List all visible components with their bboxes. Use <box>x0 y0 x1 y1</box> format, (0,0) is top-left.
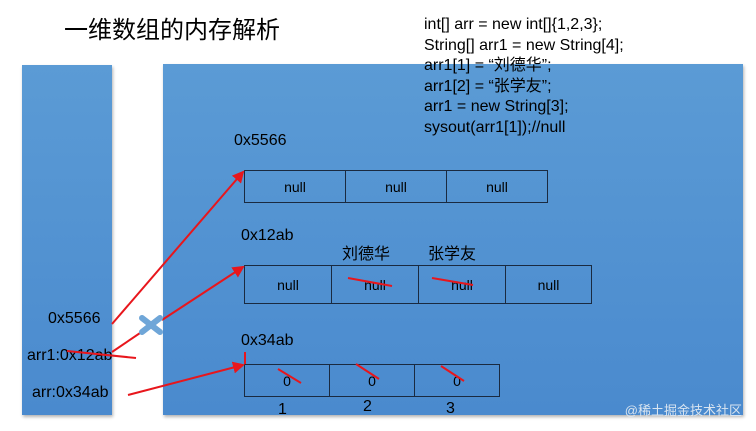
code-line: arr1 = new String[3]; <box>424 98 569 115</box>
address-label: 0x12ab <box>241 227 294 244</box>
pointer-arrow <box>111 170 245 325</box>
cross-icon <box>139 315 163 335</box>
array-cell: null <box>419 266 506 303</box>
strike-line <box>347 277 393 287</box>
pointer-arrow <box>111 330 144 353</box>
stack-item: arr1:0x12ab <box>27 347 113 364</box>
element-name: 刘德华 <box>342 246 391 263</box>
code-line: arr1[1] = “刘德华”; <box>424 57 552 74</box>
pointer-arrow <box>161 265 245 321</box>
array-cell: null <box>245 171 346 202</box>
address-label: 0x34ab <box>241 332 294 349</box>
heap-panel <box>163 64 743 415</box>
array-cell: null <box>332 266 419 303</box>
strike-line <box>431 277 474 286</box>
array-12ab: null null null null <box>244 265 592 304</box>
stack-item: 0x5566 <box>48 310 101 327</box>
pointer-arrow <box>127 361 245 396</box>
code-line: int[] arr = new int[]{1,2,3}; <box>424 16 603 33</box>
index-label: 1 <box>278 401 287 418</box>
code-line: sysout(arr1[1]);//null <box>424 118 566 136</box>
array-cell: null <box>245 266 332 303</box>
address-label: 0x5566 <box>234 132 287 149</box>
array-cell: null <box>537 276 560 293</box>
code-block: int[] arr = new int[]{1,2,3}; String[] a… <box>424 15 624 138</box>
stack-panel <box>22 65 112 415</box>
strike-line <box>440 365 465 382</box>
array-cell: null <box>346 171 447 202</box>
stack-item: arr:0x34ab <box>32 384 109 401</box>
code-line: String[] arr1 = new String[4]; <box>424 36 624 54</box>
array-cell: null <box>486 178 508 195</box>
index-label: 3 <box>446 400 455 417</box>
array-cell: 0 <box>245 365 330 396</box>
watermark: @稀土掘金技术社区 <box>624 403 742 418</box>
array-5566: null null null <box>244 170 548 203</box>
array-34ab: 0 0 0 <box>244 364 500 397</box>
index-label: 2 <box>363 398 372 415</box>
array-cell: 0 <box>330 365 415 396</box>
strike-line <box>277 368 302 384</box>
strike-line <box>66 350 137 359</box>
diagram-title: 一维数组的内存解析 <box>64 17 280 44</box>
strike-line <box>355 363 380 380</box>
element-name: 张学友 <box>428 246 477 263</box>
code-line: arr1[2] = “张学友”; <box>424 77 552 95</box>
array-cell: 0 <box>453 372 461 389</box>
